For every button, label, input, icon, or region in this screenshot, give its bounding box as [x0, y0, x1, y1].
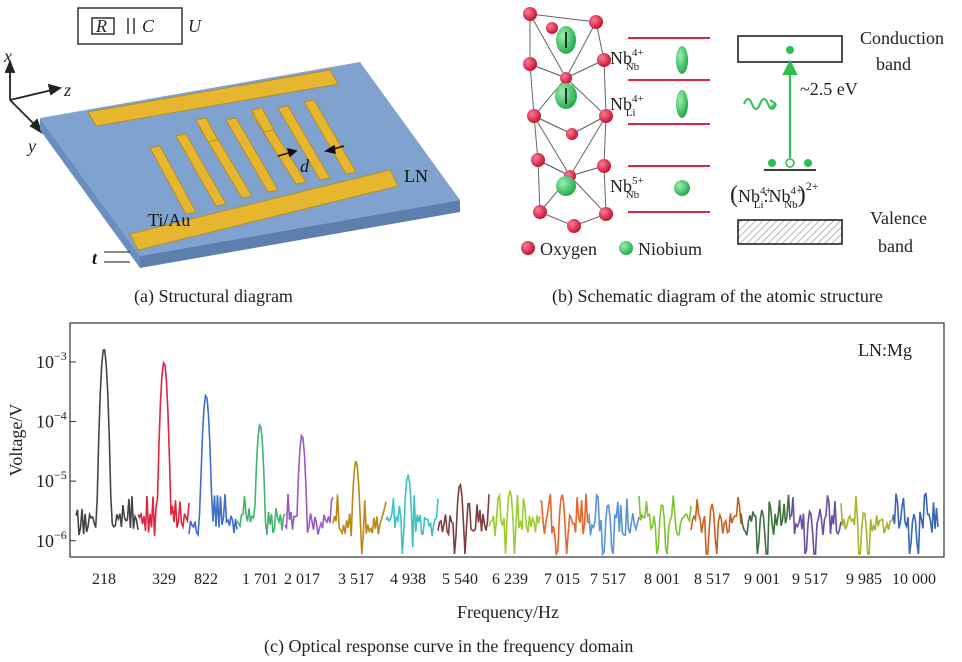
y-ticks: 10−6 10−5 10−4 10−3	[36, 349, 76, 551]
panel-a: R C U x z y	[3, 7, 460, 307]
spectrum-peak-0	[75, 348, 139, 536]
y-tick-label: 10−5	[36, 468, 67, 491]
gap-d-label: d	[300, 156, 310, 176]
thickness-label: t	[92, 248, 98, 268]
spectrum-peak-1	[137, 360, 190, 536]
niobium-legend-label: Niobium	[638, 239, 702, 259]
circuit-r-label: R	[95, 16, 107, 36]
x-axis-label: Frequency/Hz	[457, 602, 559, 622]
energy-levels	[628, 37, 710, 213]
spectrum-peak-7	[437, 482, 490, 555]
inset-label: LN:Mg	[858, 340, 912, 360]
conduction-band-label: Conduction	[860, 28, 944, 48]
caption-c: (c) Optical response curve in the freque…	[264, 636, 633, 657]
excited-electron	[786, 46, 794, 54]
x-tick-label: 8 001	[644, 571, 680, 588]
excitation-arrow	[782, 59, 798, 158]
niobium-legend-icon	[619, 241, 633, 255]
spectrum-peak-2	[188, 393, 238, 538]
axis-y-label: y	[26, 136, 36, 156]
level-nb-nb5: Nb5+Nb	[610, 175, 644, 201]
x-tick-label: 6 239	[492, 571, 528, 588]
x-tick-label: 10 000	[892, 571, 936, 588]
spectrum-peak-5	[332, 460, 387, 555]
valence-band-label-2: band	[878, 236, 913, 256]
spectrum-peak-13	[740, 494, 791, 555]
spectrum-peak-10	[588, 492, 640, 557]
axes-icon	[4, 59, 63, 135]
valence-band-label: Valence	[870, 208, 927, 228]
conduction-band-label-2: band	[876, 54, 911, 74]
axis-x-label: x	[3, 46, 12, 66]
x-tick-label: 1 701	[242, 571, 278, 588]
x-tick-label: 2 017	[284, 571, 320, 588]
x-tick-label: 4 938	[390, 571, 426, 588]
x-tick-label: 9 517	[792, 571, 828, 588]
x-tick-label: 9 001	[744, 571, 780, 588]
x-tick-label: 822	[194, 571, 218, 588]
spectrum-peak-6	[385, 474, 439, 555]
spectrum-peak-12	[690, 496, 742, 555]
spectrum-peak-3	[236, 422, 286, 536]
y-tick-label: 10−6	[36, 528, 67, 551]
y-tick-label: 10−3	[36, 349, 67, 372]
panel-b: Nb4+Nb Nb4+Li Nb5+Nb ~2.5 eV Conduction …	[521, 7, 944, 307]
bipolaron-label: (Nb4+Li:Nb4+Nb)2+	[730, 179, 819, 211]
plot-frame	[69, 322, 945, 558]
x-tick-label: 7 015	[544, 571, 580, 588]
orbital-icons	[674, 46, 690, 196]
circuit-c-label: C	[142, 16, 155, 36]
oxygen-legend-icon	[521, 241, 535, 255]
gap-arrows	[277, 144, 345, 158]
energy-gap-label: ~2.5 eV	[800, 79, 858, 99]
spectrum-series	[75, 348, 939, 557]
level-nb-li4: Nb4+Li	[610, 93, 644, 119]
panel-c: LN:Mg Voltage/V Frequency/Hz 10−610−510−…	[6, 322, 945, 657]
x-tick-label: 329	[152, 571, 176, 588]
x-ticks: 218 329 822 1 701 2 017 3 517 4 938 5 540 6 239 7…	[92, 571, 936, 588]
x-tick-label: 9 985	[846, 571, 882, 588]
caption-a: (a) Structural diagram	[134, 286, 293, 307]
y-tick-label: 10−4	[36, 409, 67, 432]
spectrum-peak-16	[892, 492, 939, 555]
x-tick-label: 7 517	[590, 571, 626, 588]
spectrum-peak-4	[284, 433, 334, 535]
level-nb-nb4: Nb4+Nb	[610, 47, 644, 73]
circuit-diagram	[77, 7, 183, 45]
spectrum-peak-15	[840, 496, 894, 555]
x-tick-label: 3 517	[338, 571, 374, 588]
y-axis-label: Voltage/V	[6, 404, 26, 477]
caption-b: (b) Schematic diagram of the atomic stru…	[552, 286, 883, 307]
defect-electrons	[768, 158, 812, 168]
thickness-marker	[104, 251, 130, 263]
substrate-label: LN	[404, 166, 428, 186]
circuit-u-label: U	[188, 16, 202, 36]
valence-band-box	[737, 219, 843, 245]
electrode-label: Ti/Au	[148, 210, 190, 230]
axis-z-label: z	[63, 80, 71, 100]
spectrum-peak-14	[789, 495, 842, 555]
spectrum-peak-9	[539, 493, 590, 557]
x-tick-label: 218	[92, 571, 116, 588]
ti-au-electrodes	[87, 69, 399, 251]
photon-icon	[743, 98, 777, 110]
x-tick-label: 5 540	[442, 571, 478, 588]
oxygen-legend-label: Oxygen	[540, 239, 597, 259]
x-tick-label: 8 517	[694, 571, 730, 588]
spectrum-peak-8	[488, 490, 541, 555]
spectrum-peak-11	[638, 495, 692, 555]
